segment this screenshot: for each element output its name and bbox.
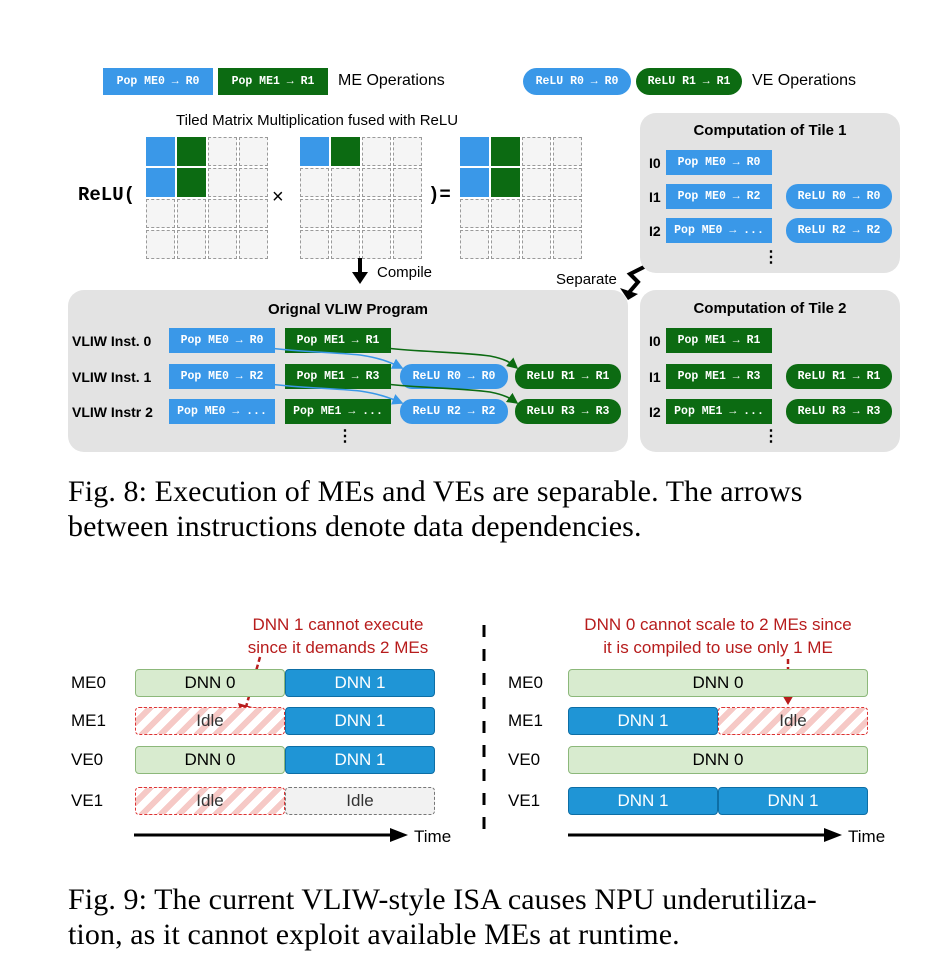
left-me1-dnn1: DNN 1 bbox=[285, 707, 435, 735]
tile2-pop-op: Pop ME1 → R1 bbox=[666, 328, 772, 353]
left-note-line1: DNN 1 cannot execute bbox=[252, 615, 424, 634]
vliw-row-label: VLIW Instr 2 bbox=[72, 404, 153, 420]
matmul-title: Tiled Matrix Multiplication fused with R… bbox=[176, 112, 459, 129]
tile1-pop-op: Pop ME0 → ... bbox=[666, 218, 772, 243]
tile2-more-dots: ⋮ bbox=[763, 428, 779, 445]
tile2-row-label: I0 bbox=[649, 333, 661, 349]
left-row-label: ME0 bbox=[71, 673, 106, 692]
left-row-label: ME1 bbox=[71, 711, 106, 730]
left-ve0-dnn1: DNN 1 bbox=[285, 746, 435, 774]
tile1-title: Computation of Tile 1 bbox=[693, 122, 847, 139]
right-row-label: ME1 bbox=[508, 711, 543, 730]
vliw-ve0-op: ReLU R0 → R0 bbox=[400, 364, 508, 389]
tile1-row-label: I1 bbox=[649, 189, 661, 205]
separate-label: Separate bbox=[556, 271, 617, 288]
right-me1-idle: Idle bbox=[718, 707, 868, 735]
tile1-row-label: I0 bbox=[649, 155, 661, 171]
vliw-more-dots: ⋮ bbox=[337, 428, 353, 445]
divider-line bbox=[482, 625, 486, 840]
right-note-line2: it is compiled to use only 1 ME bbox=[603, 638, 833, 657]
right-me1-dnn1: DNN 1 bbox=[568, 707, 718, 735]
legend-ve1-chip: ReLU R1 → R1 bbox=[636, 68, 742, 95]
legend-ve-label: VE Operations bbox=[752, 72, 857, 89]
right-ve1-dnn1-b: DNN 1 bbox=[718, 787, 868, 815]
right-time-arrow bbox=[568, 828, 842, 842]
vliw-me0-op: Pop ME0 → R2 bbox=[169, 364, 275, 389]
matrix-b bbox=[300, 137, 424, 261]
fig9-caption-line1: Fig. 9: The current VLIW-style ISA cause… bbox=[68, 883, 817, 916]
vliw-row-label: VLIW Inst. 0 bbox=[72, 333, 152, 349]
tile1-relu-op: ReLU R0 → R0 bbox=[786, 184, 892, 209]
vliw-me1-op: Pop ME1 → ... bbox=[285, 399, 391, 424]
vliw-ve1-op: ReLU R3 → R3 bbox=[515, 399, 621, 424]
compile-label: Compile bbox=[377, 264, 433, 281]
vliw-title: Orignal VLIW Program bbox=[267, 301, 429, 318]
times-symbol: × bbox=[272, 186, 284, 208]
left-me0-dnn0: DNN 0 bbox=[135, 669, 285, 697]
legend-ve0-chip: ReLU R0 → R0 bbox=[523, 68, 631, 95]
right-time-label: Time bbox=[848, 827, 886, 846]
left-note-line2: since it demands 2 MEs bbox=[247, 638, 429, 657]
left-row-label: VE0 bbox=[71, 750, 104, 769]
tile1-pop-op: Pop ME0 → R2 bbox=[666, 184, 772, 209]
left-me1-idle: Idle bbox=[135, 707, 285, 735]
right-me0-dnn0: DNN 0 bbox=[568, 669, 868, 697]
tile2-pop-op: Pop ME1 → R3 bbox=[666, 364, 772, 389]
right-note-line1: DNN 0 cannot scale to 2 MEs since bbox=[584, 615, 852, 634]
left-row-label: VE1 bbox=[71, 791, 104, 810]
left-ve1-idle2: Idle bbox=[285, 787, 435, 815]
right-ve0-dnn0: DNN 0 bbox=[568, 746, 868, 774]
vliw-me1-op: Pop ME1 → R3 bbox=[285, 364, 391, 389]
left-time-label: Time bbox=[414, 827, 452, 846]
legend-me0-chip: Pop ME0 → R0 bbox=[103, 68, 213, 95]
tile2-pop-op: Pop ME1 → ... bbox=[666, 399, 772, 424]
vliw-me1-op: Pop ME1 → R1 bbox=[285, 328, 391, 353]
right-row-label: ME0 bbox=[508, 673, 543, 692]
fig8-caption-line2: between instructions denote data depende… bbox=[68, 510, 642, 543]
left-ve0-dnn0: DNN 0 bbox=[135, 746, 285, 774]
fig9-caption-line2: tion, as it cannot exploit available MEs… bbox=[68, 918, 680, 951]
left-time-arrow bbox=[134, 828, 408, 842]
vliw-me0-op: Pop ME0 → ... bbox=[169, 399, 275, 424]
fig8-caption-line1: Fig. 8: Execution of MEs and VEs are sep… bbox=[68, 475, 803, 508]
right-row-label: VE0 bbox=[508, 750, 541, 769]
close-equals: )= bbox=[428, 184, 451, 206]
tile1-relu-op: ReLU R2 → R2 bbox=[786, 218, 892, 243]
vliw-me0-op: Pop ME0 → R0 bbox=[169, 328, 275, 353]
tile2-relu-op: ReLU R3 → R3 bbox=[786, 399, 892, 424]
vliw-ve1-op: ReLU R1 → R1 bbox=[515, 364, 621, 389]
right-row-label: VE1 bbox=[508, 791, 541, 810]
vliw-ve0-op: ReLU R2 → R2 bbox=[400, 399, 508, 424]
left-me0-dnn1: DNN 1 bbox=[285, 669, 435, 697]
tile1-more-dots: ⋮ bbox=[763, 249, 779, 266]
tile1-row-label: I2 bbox=[649, 223, 661, 239]
legend-me-label: ME Operations bbox=[338, 72, 445, 89]
right-ve1-dnn1-a: DNN 1 bbox=[568, 787, 718, 815]
matrix-result bbox=[460, 137, 584, 261]
vliw-row-label: VLIW Inst. 1 bbox=[72, 369, 152, 385]
tile2-row-label: I1 bbox=[649, 369, 661, 385]
legend-me1-chip: Pop ME1 → R1 bbox=[218, 68, 328, 95]
compile-arrow bbox=[352, 258, 368, 284]
tile2-relu-op: ReLU R1 → R1 bbox=[786, 364, 892, 389]
tile2-title: Computation of Tile 2 bbox=[693, 300, 847, 317]
left-ve1-idle: Idle bbox=[135, 787, 285, 815]
tile1-pop-op: Pop ME0 → R0 bbox=[666, 150, 772, 175]
tile2-row-label: I2 bbox=[649, 404, 661, 420]
matrix-a bbox=[146, 137, 270, 261]
relu-open: ReLU( bbox=[78, 184, 136, 206]
